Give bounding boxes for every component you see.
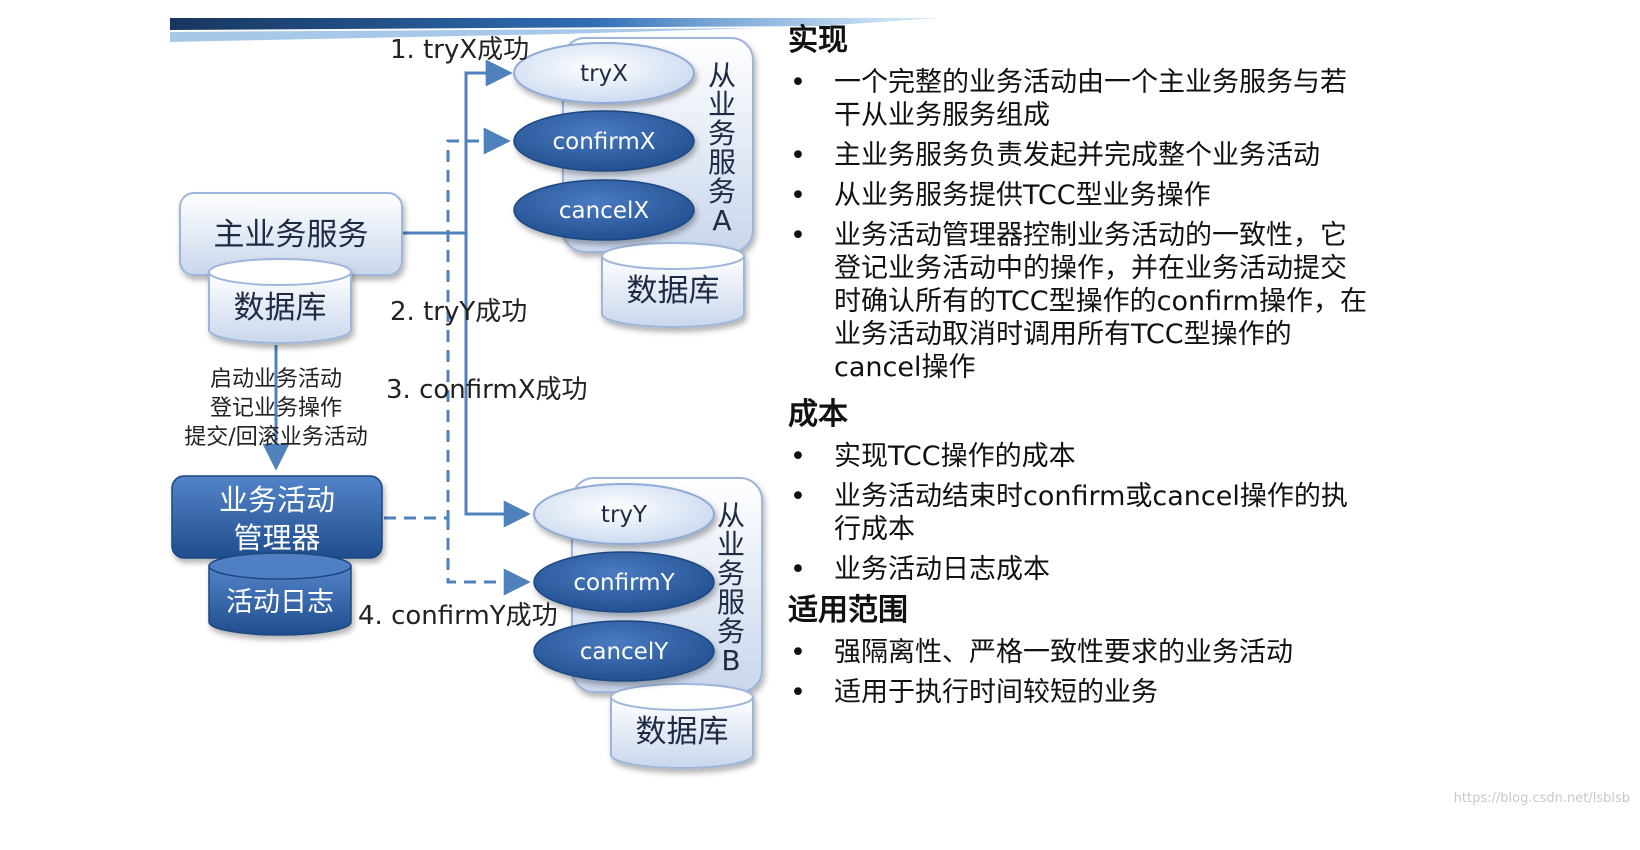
step-1-label: 1. tryX成功 (390, 35, 529, 65)
notes-item-line: 业务活动结束时confirm或cancel操作的执 (834, 481, 1348, 512)
notes-item-line: 一个完整的业务活动由一个主业务服务与若 (834, 67, 1347, 98)
op-cancelx-label: cancelX (559, 198, 650, 224)
bullet-dot: • (790, 180, 806, 211)
op-cancely-label: cancelY (580, 639, 670, 665)
top-banner (170, 18, 940, 42)
database-a-label: 数据库 (627, 273, 720, 309)
activity-log-cylinder (208, 552, 352, 636)
notes-item-line: 业务活动管理器控制业务活动的一致性，它 (834, 220, 1347, 251)
notes-item-line: 业务活动日志成本 (834, 554, 1050, 585)
activity-manager-line2: 管理器 (233, 521, 320, 555)
notes-item-line: 适用于执行时间较短的业务 (834, 677, 1158, 708)
connectors (262, 59, 531, 596)
manager-op-3: 提交/回滚业务活动 (184, 425, 367, 450)
notes-item-line: 强隔离性、严格一致性要求的业务活动 (834, 637, 1293, 668)
notes-item-line: 主业务服务负责发起并完成整个业务活动 (834, 140, 1320, 171)
notes-item-line: 时确认所有的TCC型操作的confirm操作，在 (834, 286, 1367, 317)
arrow-to-confirmx (384, 127, 511, 520)
bullet-dot: • (790, 554, 806, 585)
bullet-dot: • (790, 441, 806, 472)
notes-item-line: 干从业务服务组成 (834, 100, 1050, 131)
database-b-label: 数据库 (636, 714, 729, 750)
arrow-to-tryx (464, 59, 513, 233)
op-tryy-label: tryY (601, 502, 648, 528)
notes-item-line: cancel操作 (834, 352, 975, 383)
op-confirmx: confirmX (513, 110, 695, 172)
notes-heading-2: 成本 (788, 397, 848, 432)
bullet-dot: • (790, 140, 806, 171)
database-a (601, 242, 745, 328)
activity-log-label: 活动日志 (226, 587, 334, 618)
arrow-to-tryy (464, 233, 531, 528)
main-service-label: 主业务服务 (214, 217, 369, 253)
notes-item-line: 从业务服务提供TCC型业务操作 (834, 180, 1211, 211)
op-tryy: tryY (533, 483, 715, 545)
main-database (208, 258, 352, 344)
main-database-label: 数据库 (234, 290, 327, 326)
notes-heading-3: 适用范围 (788, 593, 908, 628)
bullet-dot: • (790, 220, 806, 251)
notes-item-line: 业务活动取消时调用所有TCC型操作的 (834, 319, 1292, 350)
step-2-label: 2. tryY成功 (390, 297, 527, 327)
op-confirmy: confirmY (533, 551, 715, 613)
notes-heading-1: 实现 (788, 23, 848, 58)
step-3-label: 3. confirmX成功 (386, 375, 588, 405)
arrow-to-confirmy (446, 518, 531, 596)
op-confirmx-label: confirmX (553, 129, 656, 155)
notes-item-line: 登记业务活动中的操作，并在业务活动提交 (834, 253, 1347, 284)
notes-item-line: 行成本 (834, 514, 915, 545)
manager-op-2: 登记业务操作 (210, 396, 342, 421)
bullet-dot: • (790, 481, 806, 512)
bullet-dot: • (790, 677, 806, 708)
activity-manager-line1: 业务活动 (219, 483, 335, 517)
activity-manager-box: 业务活动 管理器 (171, 475, 383, 559)
op-tryx-label: tryX (580, 61, 628, 87)
op-cancely: cancelY (533, 620, 715, 682)
notes-item-line: 实现TCC操作的成本 (834, 441, 1076, 472)
op-confirmy-label: confirmY (573, 570, 675, 596)
watermark: https://blog.csdn.net/lsblsb (1454, 791, 1630, 806)
bullet-dot: • (790, 637, 806, 668)
database-b (610, 683, 754, 769)
manager-op-1: 启动业务活动 (210, 367, 342, 392)
main-service-box: 主业务服务 (179, 192, 403, 276)
step-4-label: 4. confirmY成功 (358, 601, 558, 631)
op-tryx: tryX (513, 42, 695, 104)
bullet-dot: • (790, 67, 806, 98)
op-cancelx: cancelX (513, 179, 695, 241)
